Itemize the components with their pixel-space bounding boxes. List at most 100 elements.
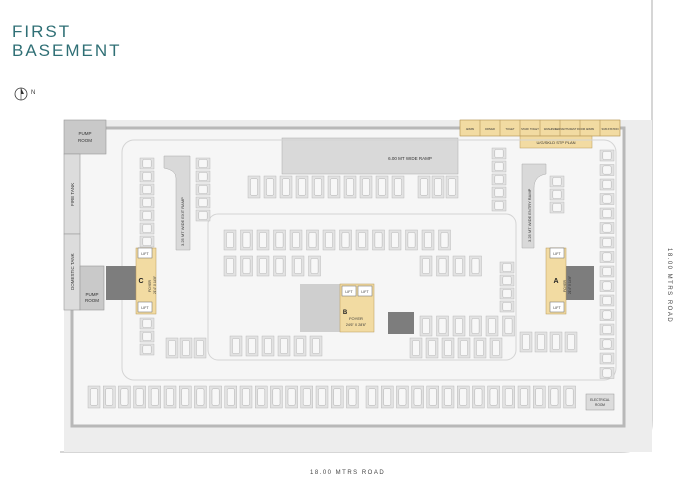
car-icon	[259, 232, 267, 248]
car-icon	[275, 258, 284, 274]
car-icon	[358, 232, 366, 248]
car-icon	[346, 178, 354, 196]
car-icon	[602, 165, 612, 175]
lift-b-1-label: LIFT	[345, 290, 353, 294]
car-icon	[298, 178, 306, 196]
car-icon	[459, 388, 467, 406]
car-icon	[310, 258, 319, 274]
car-icon	[471, 318, 480, 334]
car-icon	[181, 388, 189, 406]
car-icon	[242, 232, 251, 248]
car-icon	[535, 388, 543, 406]
car-icon	[226, 258, 234, 274]
car-icon	[142, 332, 152, 341]
car-icon	[280, 338, 288, 354]
car-icon	[602, 180, 612, 189]
car-icon	[196, 340, 204, 356]
car-icon	[492, 340, 500, 356]
car-icon	[602, 310, 612, 320]
car-icon	[602, 252, 612, 262]
exit-ramp-label: 3.25 MT WIDE EXIT RAMP	[180, 197, 185, 246]
car-icon	[602, 194, 612, 204]
car-icon	[494, 201, 504, 210]
inner-driveway	[207, 213, 517, 361]
core-a-foyer: FOYER	[563, 279, 567, 292]
strip-room-label: TOILET	[505, 127, 514, 131]
car-icon	[550, 388, 559, 406]
pump-room-top-label-1: PUMP	[78, 131, 91, 136]
car-icon	[602, 339, 612, 349]
strip-room-label: ADMIN	[586, 127, 594, 131]
car-icon	[142, 198, 152, 207]
car-icon	[257, 388, 265, 406]
car-icon	[602, 354, 612, 363]
car-icon	[502, 289, 512, 298]
core-c-letter: C	[138, 278, 143, 285]
car-icon	[296, 338, 304, 354]
strip-room-label: STAFF TOILET	[521, 127, 539, 131]
car-icon	[120, 388, 129, 406]
car-icon	[413, 388, 422, 406]
car-icon	[378, 178, 386, 196]
car-icon	[552, 177, 562, 186]
car-icon	[474, 388, 483, 406]
car-icon	[567, 334, 575, 350]
entry-ramp-label: 3.25 MT WIDE ENTRY RAMP	[527, 188, 532, 242]
car-icon	[489, 388, 498, 406]
outer-driveway	[121, 139, 617, 381]
car-icon	[330, 178, 338, 196]
pump-room-top	[63, 119, 107, 155]
car-icon	[325, 232, 333, 248]
exit-ramp	[163, 155, 191, 251]
entry-ramp	[521, 163, 547, 249]
car-icon	[424, 232, 432, 248]
car-icon	[266, 178, 274, 196]
page-title: FIRST BASEMENT	[12, 22, 122, 60]
car-icon	[422, 258, 430, 274]
car-icon	[198, 211, 208, 220]
car-icon	[602, 281, 612, 291]
car-icon	[198, 172, 208, 181]
car-icon	[135, 388, 144, 406]
pump-room-top-label-2: ROOM	[78, 138, 92, 143]
bottom-right-room	[585, 393, 615, 411]
car-icon	[460, 340, 468, 356]
main-ramp	[281, 137, 459, 175]
car-icon	[502, 276, 512, 285]
core-b-size: 24'6" X 28'6"	[346, 323, 367, 327]
compass-label: N	[31, 90, 36, 96]
car-icon	[504, 318, 513, 334]
core-a: LIFT LIFT A FOYER 21'4" X 14'8"	[545, 247, 594, 315]
car-icon	[488, 318, 496, 334]
lift-c-top-label: LIFT	[141, 252, 149, 256]
lift-a-bottom-label: LIFT	[553, 306, 561, 310]
core-a-size: 21'4" X 14'8"	[568, 276, 572, 294]
domestic-tank-label: DOMESTIC TANK	[70, 253, 75, 290]
car-icon	[142, 172, 152, 181]
car-icon	[272, 388, 281, 406]
car-icon	[394, 178, 402, 196]
car-icon	[537, 334, 545, 350]
car-icon	[318, 388, 326, 406]
car-icon	[494, 175, 504, 184]
car-icon	[242, 388, 250, 406]
strip-room-label: ADMIN	[466, 127, 474, 131]
car-icon	[476, 340, 484, 356]
pump-room-bottom	[79, 265, 105, 311]
car-icon	[391, 232, 399, 248]
car-icon	[494, 188, 504, 197]
core-c-foyer: FOYER	[148, 279, 152, 292]
car-icon	[438, 258, 447, 274]
car-icon	[341, 232, 350, 248]
car-icon	[444, 388, 452, 406]
car-icon	[168, 340, 176, 356]
car-icon	[90, 388, 98, 406]
bottom-right-room-label-2: ROOM	[595, 403, 605, 407]
strip-room-label: SUB-STATION	[601, 127, 618, 131]
car-icon	[520, 388, 528, 406]
title-line-2: BASEMENT	[12, 41, 122, 60]
car-icon	[348, 388, 357, 406]
car-icon	[292, 232, 300, 248]
car-icon	[440, 232, 449, 248]
car-icon	[602, 325, 612, 334]
